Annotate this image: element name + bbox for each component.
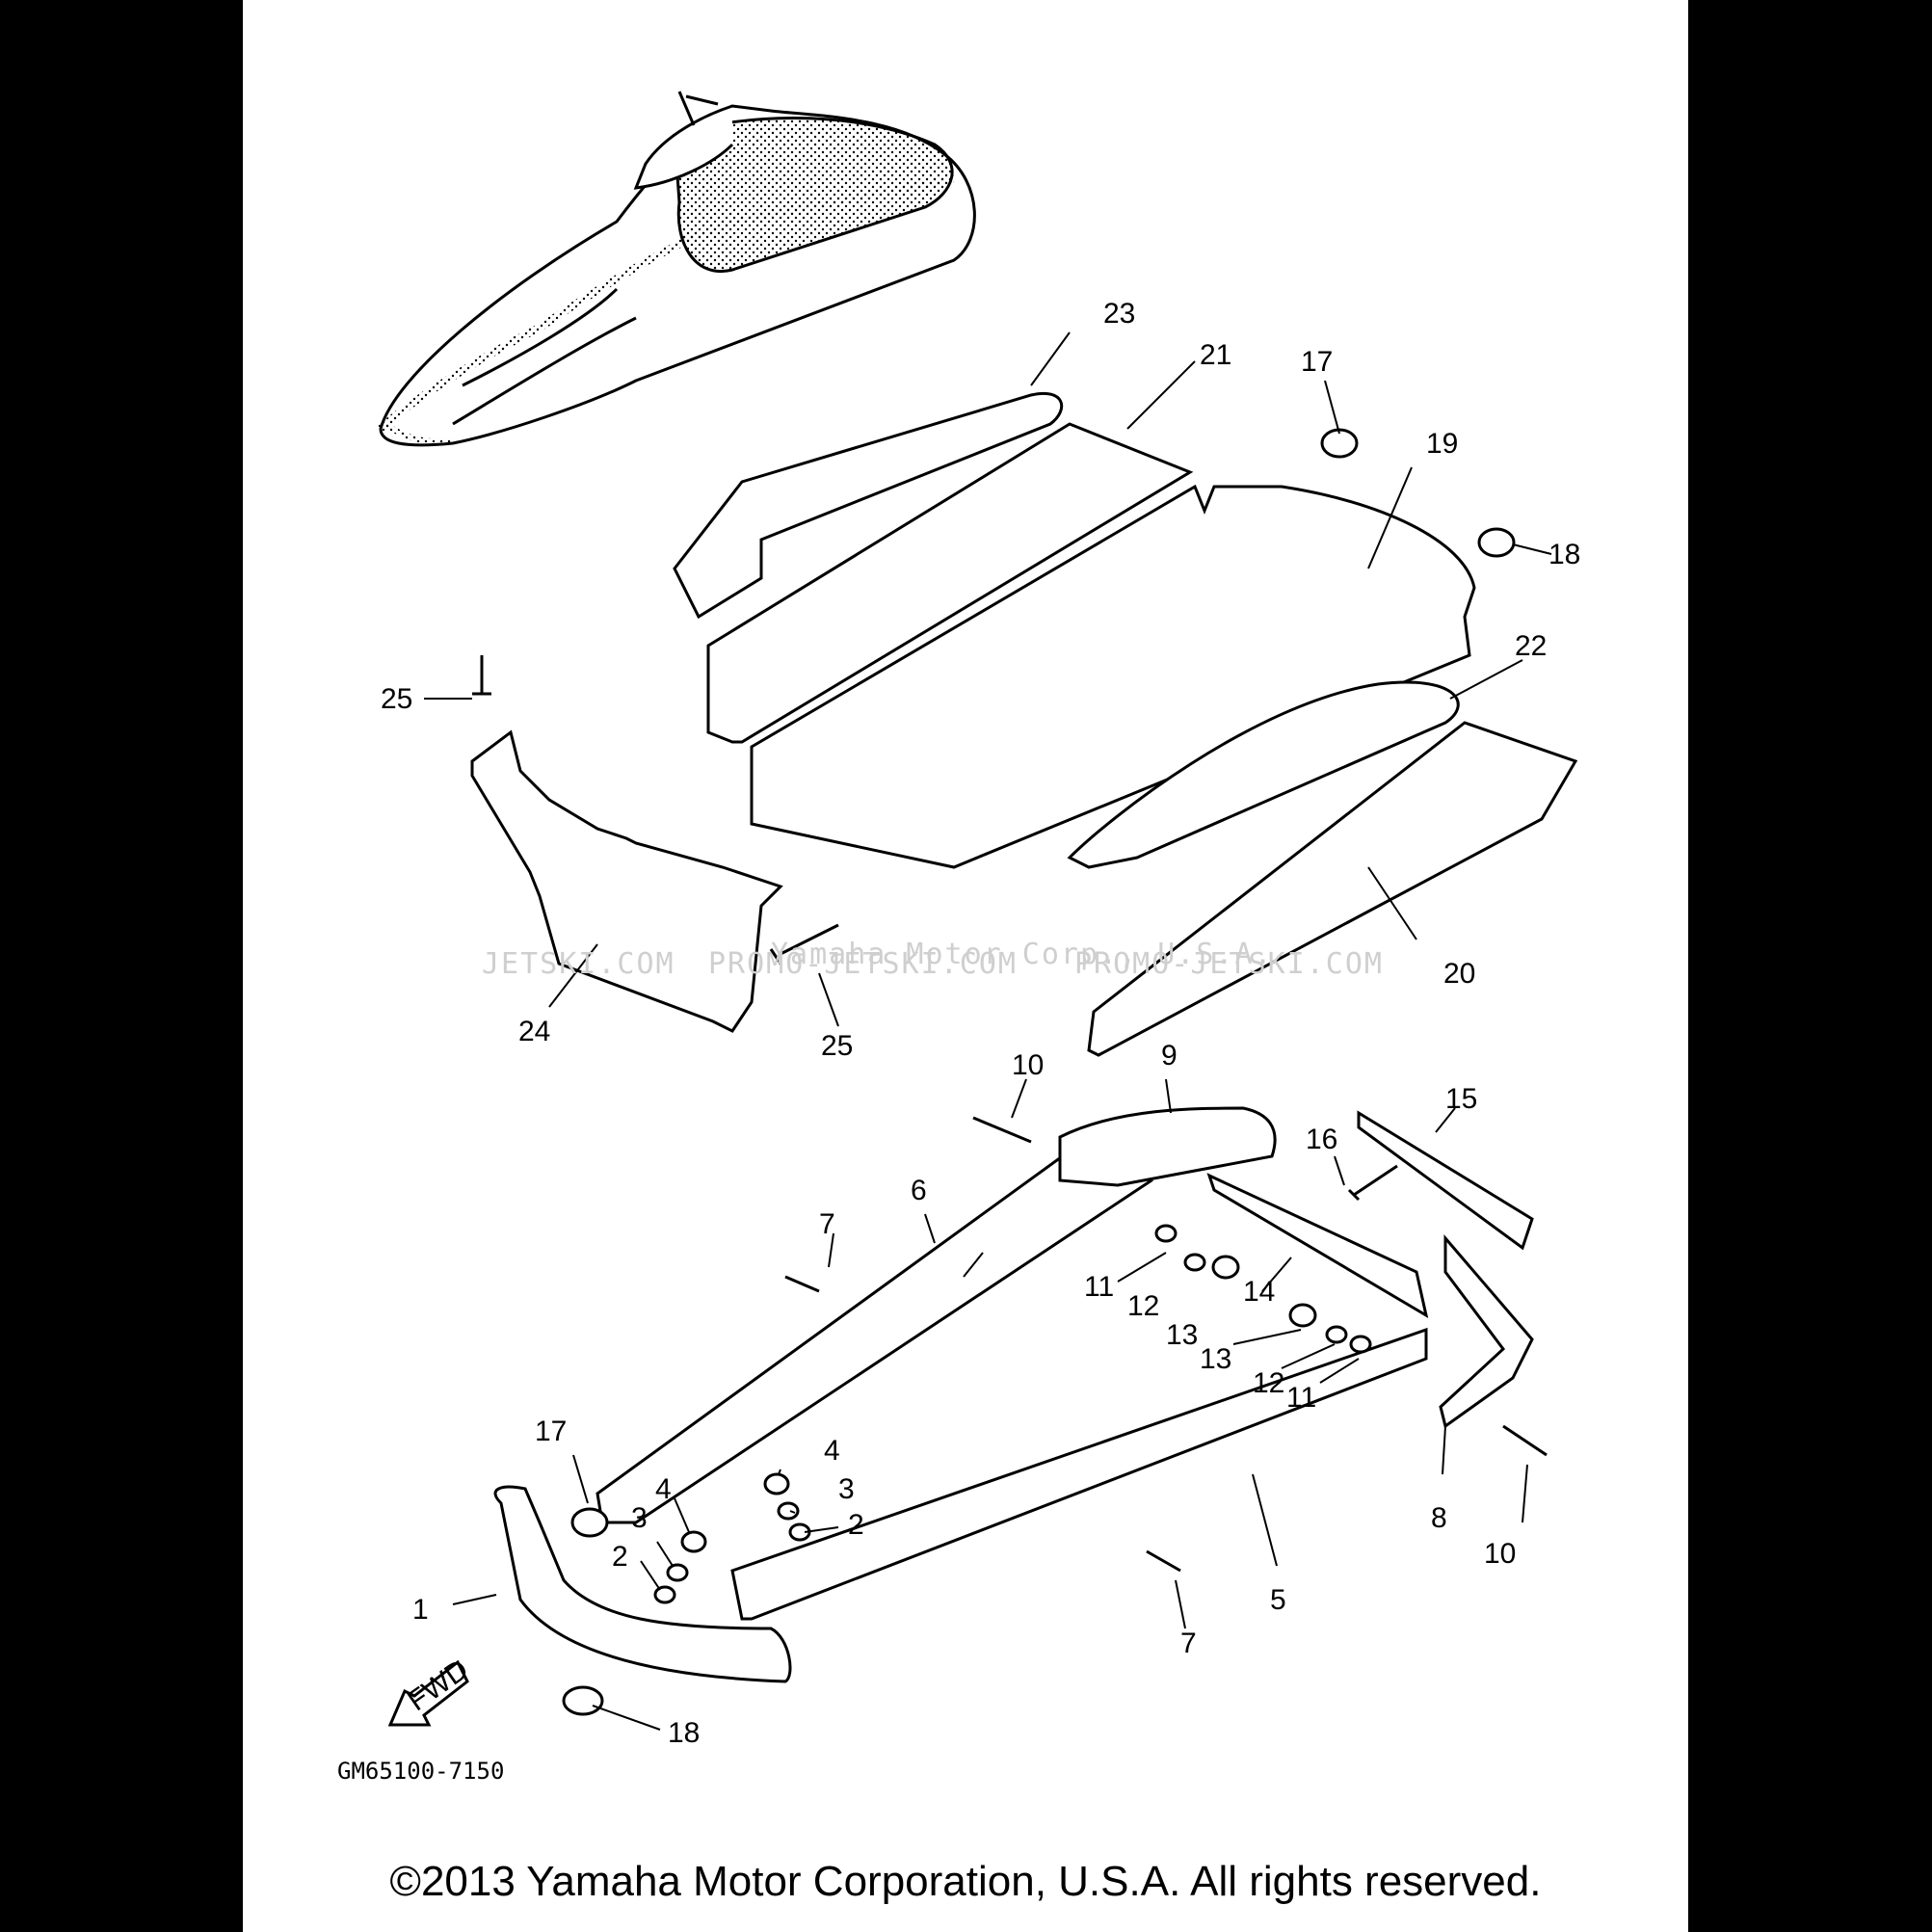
grommet-17-top	[1320, 428, 1359, 459]
mat-19	[750, 484, 1476, 869]
bolt-7-left	[784, 1275, 820, 1293]
bolt-10-bottom	[1502, 1424, 1548, 1457]
callout-9: 9	[1161, 1040, 1178, 1072]
fwd-arrow: FWD	[387, 1654, 474, 1727]
callout-11-top: 11	[1084, 1271, 1114, 1303]
hardware-group	[472, 428, 1548, 1716]
callout-7-bottom: 7	[1180, 1628, 1197, 1659]
callout-6: 6	[911, 1175, 927, 1206]
bolt-7-bottom	[1146, 1549, 1181, 1573]
nut-18-bottom	[562, 1685, 604, 1716]
callout-12-top: 12	[1127, 1290, 1159, 1322]
watermark-text-1: JETSKI.COM	[482, 947, 675, 981]
washer-3-right	[777, 1501, 800, 1521]
callout-4-right: 4	[824, 1435, 840, 1467]
callout-19: 19	[1426, 428, 1458, 460]
washer-11-bottom	[1349, 1335, 1372, 1354]
washer-2-left	[653, 1585, 676, 1604]
callout-3-right: 3	[838, 1473, 855, 1505]
callout-18-top: 18	[1548, 539, 1580, 570]
rivet-25-top	[472, 655, 491, 696]
callout-13-top: 13	[1166, 1319, 1198, 1351]
watermark: JETSKI.COM PROMO-JETSKI.COM Yamaha Motor…	[482, 938, 1384, 981]
callout-15: 15	[1445, 1083, 1477, 1115]
callout-24: 24	[518, 1016, 550, 1047]
part-9	[1058, 1106, 1277, 1187]
grommet-17-bottom	[570, 1507, 609, 1538]
callout-10-bottom: 10	[1484, 1538, 1516, 1570]
washer-3-left	[666, 1563, 689, 1582]
diagram-code: GM65100-7150	[337, 1758, 504, 1785]
watercraft-illustration	[378, 91, 976, 447]
mat-20	[1087, 721, 1578, 1057]
rivet-16	[1347, 1164, 1398, 1202]
bumper-1	[493, 1485, 792, 1683]
callout-25-bottom: 25	[821, 1030, 853, 1062]
bolt-10-top	[972, 1116, 1032, 1144]
callout-2-right: 2	[848, 1509, 864, 1541]
callout-10-top: 10	[1012, 1049, 1044, 1081]
callout-17-bottom: 17	[535, 1416, 567, 1447]
callout-18-bottom: 18	[668, 1717, 700, 1749]
part-14	[1206, 1173, 1429, 1319]
bracket-24	[470, 729, 783, 1033]
callout-5: 5	[1270, 1584, 1286, 1616]
callout-22: 22	[1515, 630, 1547, 662]
nut-13-top	[1211, 1255, 1240, 1280]
callout-25-top: 25	[381, 683, 412, 715]
callout-21: 21	[1200, 339, 1231, 371]
callout-17-top: 17	[1301, 346, 1333, 378]
watermark-text-2: PROMO-JETSKI.COM	[708, 947, 1018, 981]
mat-23	[673, 391, 1064, 620]
callout-12-bottom: 12	[1253, 1367, 1284, 1399]
mat-22	[1067, 680, 1460, 869]
callout-labels: 23 21 17 19 18 22 25 20 24 25 10 9 16 15…	[381, 298, 1580, 1749]
nut-4-left	[680, 1530, 707, 1553]
nut-4-right	[763, 1472, 790, 1495]
watermark-text-4: PROMO-JETSKI.COM	[1074, 947, 1384, 981]
callout-4-left: 4	[655, 1473, 672, 1505]
callout-14: 14	[1243, 1276, 1275, 1308]
callout-3-left: 3	[631, 1502, 648, 1534]
leader-lines	[424, 331, 1552, 1731]
watermark-text-3: Yamaha Motor Corp., U.S.A.	[771, 938, 1274, 971]
nut-13-bottom	[1288, 1303, 1317, 1328]
callout-7-top: 7	[819, 1208, 835, 1240]
callout-1: 1	[412, 1594, 429, 1626]
washer-12-top	[1183, 1253, 1206, 1272]
rail-5	[730, 1327, 1428, 1621]
mat-21	[706, 422, 1194, 744]
callout-23: 23	[1103, 298, 1135, 330]
fwd-label: FWD	[402, 1654, 474, 1717]
rivet-25-bottom	[769, 923, 839, 965]
callout-16: 16	[1306, 1124, 1337, 1155]
callout-8: 8	[1431, 1502, 1447, 1534]
washer-12-bottom	[1325, 1325, 1348, 1344]
callout-20: 20	[1443, 958, 1475, 990]
washer-11-top	[1154, 1224, 1178, 1243]
callout-11-bottom: 11	[1286, 1382, 1316, 1414]
part-15	[1357, 1110, 1534, 1251]
callout-2-left: 2	[612, 1541, 628, 1573]
copyright-notice: ©2013 Yamaha Motor Corporation, U.S.A. A…	[389, 1858, 1542, 1905]
callout-13-bottom: 13	[1200, 1343, 1231, 1375]
nut-18-top	[1477, 527, 1516, 558]
part-8	[1439, 1233, 1534, 1429]
